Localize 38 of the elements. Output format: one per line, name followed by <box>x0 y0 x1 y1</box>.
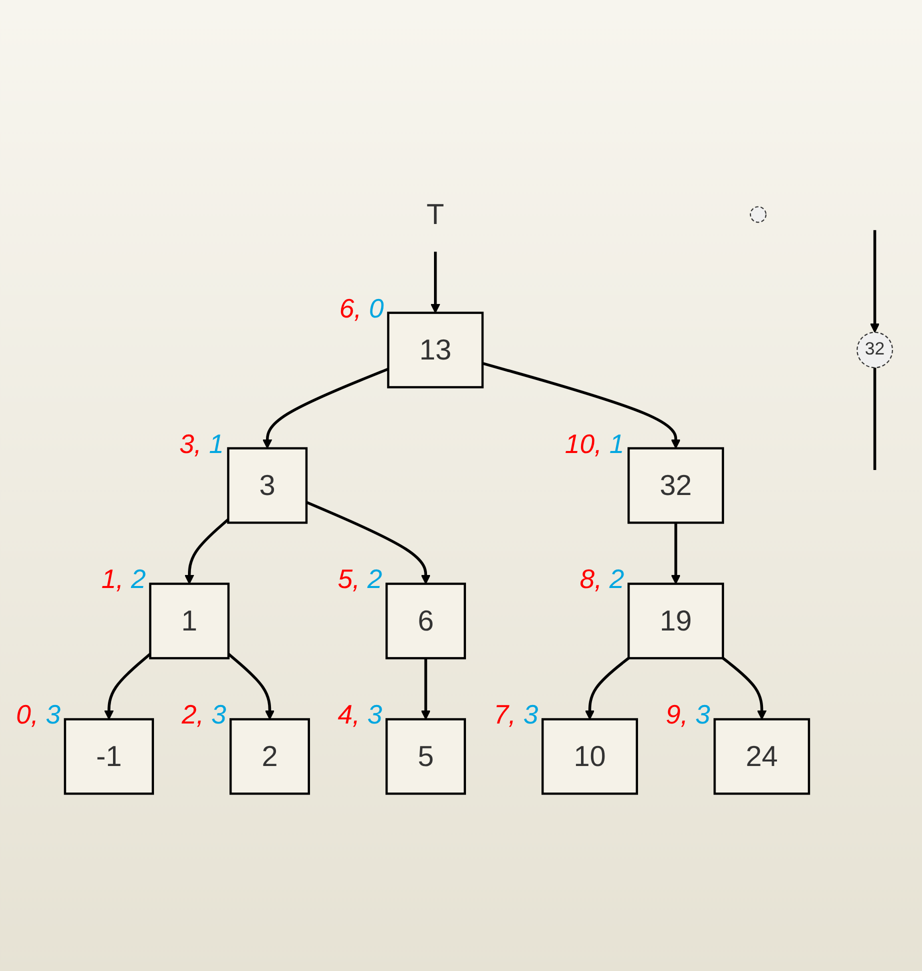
node-box <box>386 718 466 795</box>
node-box <box>542 718 638 795</box>
arrow <box>670 522 681 584</box>
arrow <box>306 500 431 584</box>
node-circle <box>856 332 893 368</box>
node-annotation: 6, 0 <box>339 293 384 324</box>
node-annotation: 3, 1 <box>179 428 224 459</box>
node-annotation: 4, 3 <box>338 700 382 730</box>
node-box <box>230 718 310 795</box>
arrow <box>262 368 389 449</box>
arrow <box>870 230 880 333</box>
node-box <box>227 447 308 524</box>
node-annotation: 2, 3 <box>182 700 226 730</box>
node-annotation: 8, 2 <box>580 564 624 594</box>
node-annotation: 10, 1 <box>564 428 624 459</box>
arrow <box>584 657 630 720</box>
arrow <box>430 252 440 314</box>
node-box <box>387 312 484 388</box>
arrow <box>420 658 431 720</box>
node-box <box>386 582 466 660</box>
node-box <box>64 718 154 795</box>
tree-diagram: T 13 6, 0 3 3, 1 32 10, 1 1 1, 2 6 5, 2 19 8, 2 -1 0, 3 2 2, 3 5 4, 3 10 7, 3 24 9, 3 32 <box>5 5 917 966</box>
node-annotation: 5, 2 <box>338 564 382 594</box>
node-annotation: 9, 3 <box>666 700 710 730</box>
node-box <box>149 582 230 660</box>
node-box <box>628 582 724 660</box>
arrow <box>104 652 152 720</box>
arrow <box>722 657 767 720</box>
arrow <box>184 518 230 584</box>
node-annotation: 1, 2 <box>101 564 146 594</box>
node-box <box>714 718 810 795</box>
arrow <box>228 652 275 720</box>
arrow <box>482 362 681 449</box>
node-annotation: 7, 3 <box>494 700 538 730</box>
node-box <box>628 447 724 524</box>
node-text: T <box>426 197 444 231</box>
node-annotation: 0, 3 <box>16 700 61 730</box>
node-circle <box>750 206 767 223</box>
